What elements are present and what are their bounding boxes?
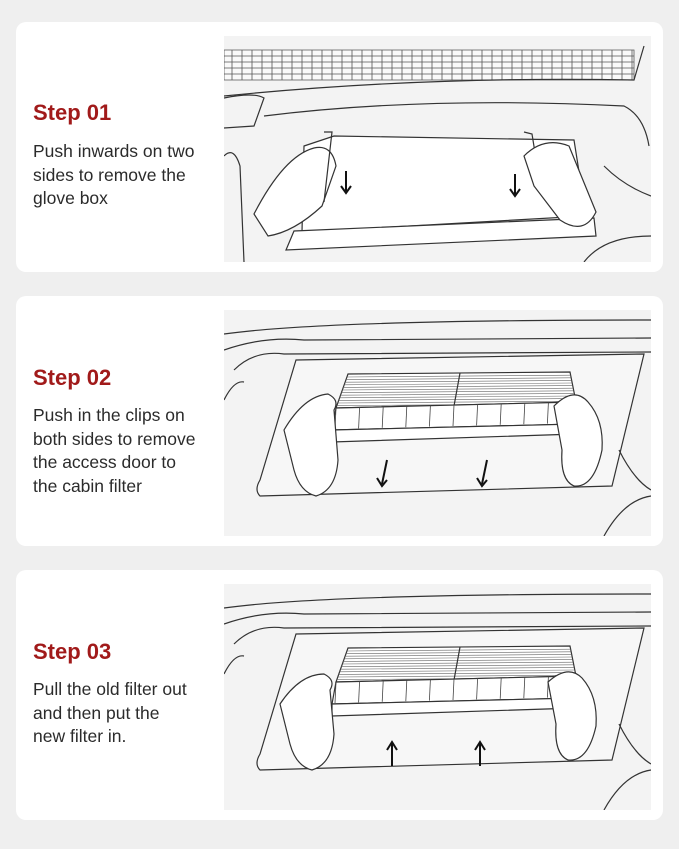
step-02-line-4: the cabin filter	[33, 475, 142, 496]
dashboard-vent-grille	[224, 50, 634, 80]
dashboard-edge	[224, 46, 644, 96]
step-03-line-3: new filter in.	[33, 726, 127, 746]
step-02-line-2: both sides to remove	[33, 428, 196, 449]
step-01-title: Step 01	[33, 100, 112, 125]
left-hand	[254, 147, 336, 236]
cabin-filter	[332, 372, 576, 442]
filter-installation-illustration	[224, 584, 651, 810]
step-03-description: Pull the old filter out and then put the…	[33, 678, 223, 749]
step-02-line-1: Push in the clips on	[33, 405, 185, 425]
right-hand	[554, 395, 602, 486]
arrow-up-right	[475, 742, 485, 766]
arrow-down-right	[477, 460, 487, 486]
arrow-up-left	[387, 742, 397, 766]
step-01-line-3: glove box	[33, 188, 108, 208]
access-door-removal-illustration	[224, 310, 651, 536]
step-03-card: Step 03 Pull the old filter out and then…	[16, 570, 663, 820]
arrow-down-left	[341, 171, 351, 193]
step-03-line-1: Pull the old filter out	[33, 679, 187, 699]
step-02-card: Step 02 Push in the clips on both sides …	[16, 296, 663, 546]
arrow-down-right	[510, 174, 520, 196]
left-hand	[280, 674, 334, 770]
glove-box-removal-illustration	[224, 36, 651, 262]
step-02-description: Push in the clips on both sides to remov…	[33, 404, 223, 498]
step-01-card: Step 01 Push inwards on two sides to rem…	[16, 22, 663, 272]
step-02-line-3: the access door to	[33, 452, 176, 472]
cabin-filter	[332, 646, 576, 716]
step-02-title: Step 02	[33, 365, 112, 390]
step-01-description: Push inwards on two sides to remove the …	[33, 140, 223, 211]
step-03-line-2: and then put the	[33, 702, 160, 723]
step-01-line-1: Push inwards on two	[33, 141, 195, 161]
step-01-line-2: sides to remove the	[33, 164, 186, 185]
step-03-title: Step 03	[33, 639, 112, 664]
right-hand	[524, 143, 596, 227]
right-hand	[548, 672, 596, 760]
arrow-down-left	[377, 460, 387, 486]
left-hand	[284, 394, 338, 496]
